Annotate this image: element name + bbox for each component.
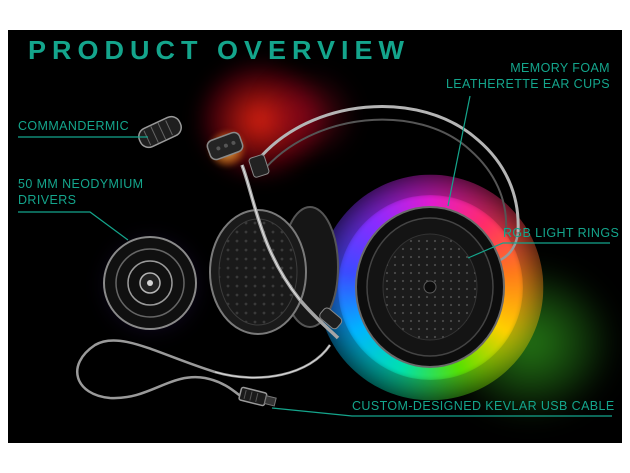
label-ear-cups: MEMORY FOAM LEATHERETTE EAR CUPS (446, 60, 610, 92)
label-drivers-line1: 50 MM NEODYMIUM (18, 177, 144, 191)
page-title: PRODUCT OVERVIEW (28, 36, 411, 65)
label-ear-cups-line1: MEMORY FOAM (510, 61, 610, 75)
label-rgb-rings: RGB LIGHT RINGS (503, 226, 620, 240)
mic-boom (240, 164, 343, 340)
label-drivers-line2: DRIVERS (18, 193, 77, 207)
front-ear-cup (355, 206, 505, 368)
speaker-grille-plate (209, 209, 307, 335)
headset-illustration (18, 95, 612, 417)
label-ear-cups-line2: LEATHERETTE EAR CUPS (445, 77, 610, 91)
callout-lines (18, 95, 612, 417)
label-drivers: 50 MM NEODYMIUM DRIVERS (18, 176, 143, 208)
dark-panel: PRODUCT OVERVIEW MEMORY FOAM LEATHERETTE… (8, 30, 622, 443)
headband (248, 105, 520, 265)
usb-connector (238, 386, 277, 407)
commander-mic (138, 115, 244, 161)
label-usb-cable: CUSTOM-DESIGNED KEVLAR USB CABLE (352, 399, 615, 413)
usb-cable (76, 339, 332, 407)
label-commandermic: COMMANDERMIC (18, 119, 130, 133)
neodymium-driver (103, 236, 197, 330)
